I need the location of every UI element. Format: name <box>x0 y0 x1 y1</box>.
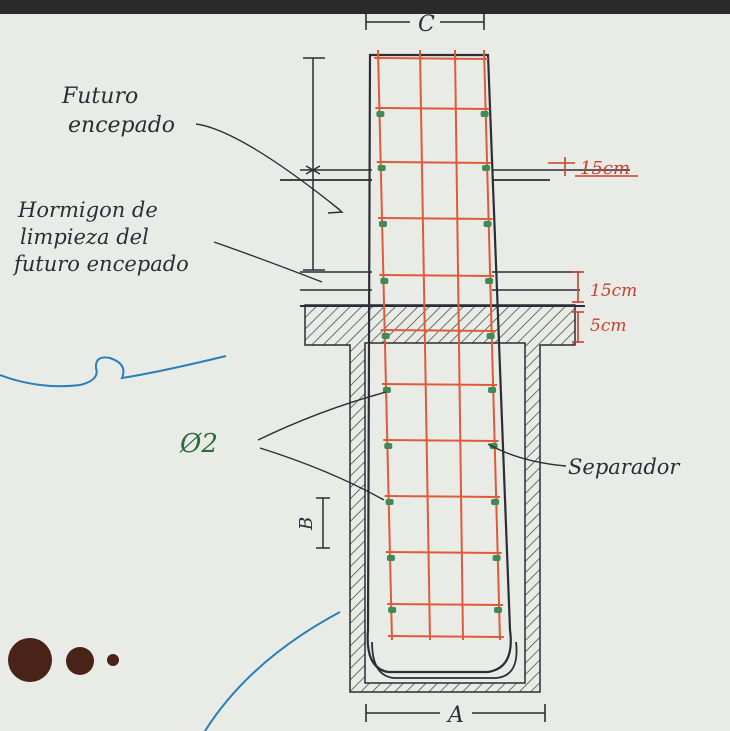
leader-futuro-arrow <box>327 201 344 214</box>
separator-mark <box>491 499 500 505</box>
dimension-a <box>365 704 546 722</box>
separator-mark <box>378 221 387 227</box>
leader-bar-upper <box>257 391 387 441</box>
paper-edge <box>0 0 730 14</box>
label-separador: Separador <box>568 455 681 479</box>
separator-mark <box>485 278 494 284</box>
soil-hatch <box>304 304 576 693</box>
stirrup-bar <box>380 329 496 332</box>
dimension-15cm-mid: 15cm <box>590 281 637 301</box>
separator-mark <box>376 111 385 117</box>
stirrup-bar <box>375 107 490 110</box>
pile-outline <box>366 53 512 674</box>
leader-separador <box>487 443 567 467</box>
dimension-ticks-right <box>548 157 638 343</box>
longitudinal-rebars <box>377 49 501 641</box>
stirrup-bar <box>384 495 501 498</box>
dimension-c-label: C <box>418 12 435 37</box>
separator-mark <box>492 555 501 561</box>
stirrup-bar <box>379 274 495 277</box>
label-hormigon-line3: futuro encepado <box>12 252 189 276</box>
brown-dot-medium <box>66 647 94 675</box>
separator-mark <box>380 278 389 284</box>
stirrup-bar <box>381 383 498 386</box>
stirrup-bar <box>387 635 504 638</box>
separator-mark <box>388 607 397 613</box>
blue-scribble-left <box>0 355 227 388</box>
separator-mark <box>384 443 393 449</box>
separator-mark <box>386 555 395 561</box>
leader-hormigon <box>213 241 323 283</box>
separator-mark <box>385 499 394 505</box>
blue-stroke-bottom <box>204 611 341 731</box>
separator-mark <box>482 165 491 171</box>
cap-height-dimension <box>303 57 325 271</box>
dimension-a-label: A <box>446 703 464 728</box>
dimension-b <box>316 497 330 549</box>
separator-mark <box>486 333 495 339</box>
dimension-15cm-top: 15cm <box>580 158 630 179</box>
leader-bar-lower <box>259 447 385 501</box>
separator-mark <box>382 387 391 393</box>
brown-dot-large <box>8 638 52 682</box>
pile-base-bulb <box>371 641 518 679</box>
label-hormigon-line1: Hormigon de <box>17 198 158 222</box>
separator-mark <box>480 111 489 117</box>
stirrup-bar <box>383 439 499 442</box>
stirrup-bar <box>377 217 493 220</box>
stirrup-bar <box>376 161 492 164</box>
separator-mark <box>381 333 390 339</box>
separator-mark <box>483 221 492 227</box>
label-futuro-line2: encepado <box>68 113 175 138</box>
stirrup-bar <box>385 551 502 554</box>
separator-mark <box>377 165 386 171</box>
separator-mark <box>488 387 497 393</box>
brown-dot-small <box>107 654 119 666</box>
dimension-5cm: 5cm <box>590 316 626 336</box>
leader-futuro <box>195 123 341 211</box>
bar-diameter-symbol: Ø2 <box>179 429 218 459</box>
stirrup-bar <box>374 57 489 60</box>
stirrup-rebars <box>374 57 504 638</box>
label-hormigon-line2: limpieza del <box>20 225 149 249</box>
dimension-b-label: B <box>296 517 317 531</box>
stirrup-bar <box>387 603 504 606</box>
label-futuro-line1: Futuro <box>61 84 138 109</box>
dimension-c <box>365 14 485 30</box>
separator-mark <box>494 607 503 613</box>
